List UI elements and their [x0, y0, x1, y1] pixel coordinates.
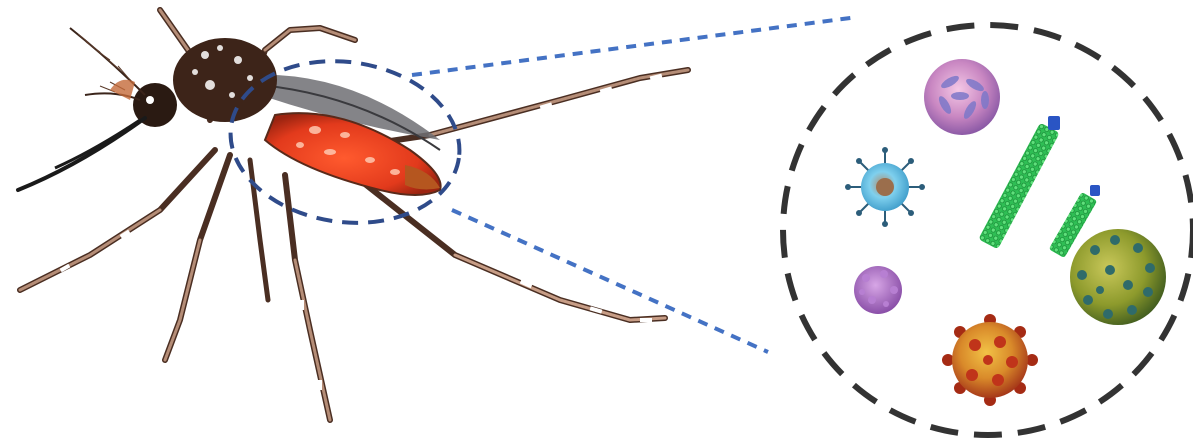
yellow-green-virus-icon: [1070, 229, 1166, 325]
spiky-virus-icon: [845, 147, 925, 227]
filamentous-virus-large-icon: [978, 116, 1060, 249]
coronavirus-icon: [942, 314, 1038, 406]
purple-virus-icon: [854, 266, 902, 314]
mosquito-icon: [18, 10, 688, 420]
callout-line-bottom: [452, 210, 768, 352]
flavivirus-icon: [924, 59, 1000, 135]
callout-line-top: [412, 17, 858, 75]
